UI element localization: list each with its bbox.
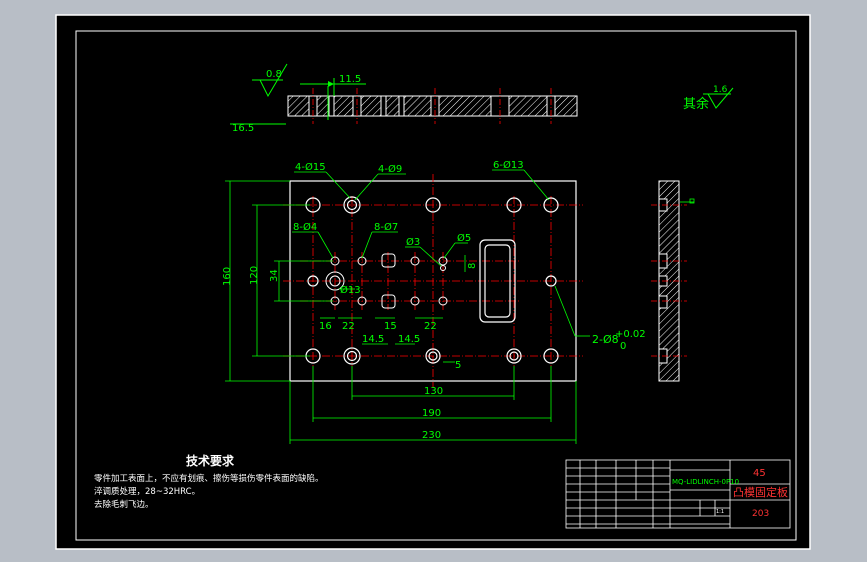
dim-14-5a: 14.5 [362,334,384,345]
other-roughness-value: 1.6 [713,85,728,95]
holes-counterbore [343,196,519,365]
dim-thickness: 11.5 [339,74,361,85]
dim-14-5b: 14.5 [398,334,420,345]
dim-160: 160 [222,267,233,286]
other-roughness-label: 其余 [683,96,709,112]
scale: 1:1 [716,509,724,515]
holes-large [305,197,559,364]
dim-22a: 22 [342,321,355,332]
top-section-view: 0.8 11.5 16.5 [230,63,578,134]
material: 45 [753,468,766,479]
label-4-d15: 4-Ø15 [295,161,326,173]
part-name: 凸模固定板 [733,485,788,499]
other-roughness: 其余 1.6 [683,85,734,112]
dim-16: 16 [319,321,332,332]
tech-requirements: 技术要求 零件加工表面上，不应有划痕、擦伤等损伤零件表面的缺陷。 淬调质处理，2… [94,453,324,510]
dim-130: 130 [424,386,443,397]
roughness-symbol [252,63,288,98]
tolerance-lower: 0 [620,341,626,352]
label-d3: Ø3 [406,236,420,248]
dim-15: 15 [384,321,397,332]
tolerance-upper: +0.02 [615,329,646,340]
roughness-value: 0.8 [266,69,282,80]
holes-small [325,253,448,309]
label-pin-holes: 2-Ø8 [592,333,619,346]
tech-title: 技术要求 [186,453,235,468]
tech-line-1: 零件加工表面上，不应有划痕、擦伤等损伤零件表面的缺陷。 [94,473,324,484]
tech-line-3: 去除毛刺飞边。 [94,499,154,510]
label-4-d9: 4-Ø9 [378,163,402,175]
side-section-view [651,180,695,382]
dim-22b: 22 [424,321,437,332]
dim-230: 230 [422,430,441,441]
title-block [565,459,791,529]
dim-120: 120 [249,266,260,285]
drawing-code: 203 [752,509,769,519]
outer-border [55,14,811,550]
label-d5: Ø5 [457,232,471,244]
dim-190: 190 [422,408,441,419]
dim-34: 34 [269,269,280,282]
drawing-number: MQ-LIDLINCH-0P10 [672,478,739,486]
punch-slot [479,239,516,323]
dim-5: 5 [455,360,461,371]
tech-line-2: 淬调质处理，28~32HRC。 [94,486,200,497]
dim-8: 8 [467,263,478,269]
label-8-d4: 8-Ø4 [293,221,317,233]
label-d13: Ø13 [340,284,361,296]
dim-total-thickness: 16.5 [232,123,254,134]
label-8-d7: 8-Ø7 [374,221,398,233]
inner-frame [75,30,797,541]
label-6-d13: 6-Ø13 [493,159,524,171]
plan-view: 4-Ø15 4-Ø9 6-Ø13 8-Ø4 8-Ø7 Ø3 Ø5 Ø13 160… [222,159,646,444]
